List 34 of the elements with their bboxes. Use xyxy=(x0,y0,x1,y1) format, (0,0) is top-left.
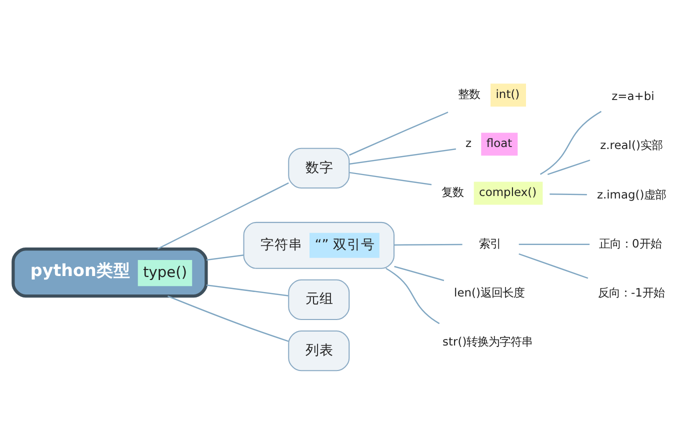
connector xyxy=(394,266,444,282)
connector xyxy=(518,253,588,279)
connector xyxy=(167,296,288,342)
node-label: z xyxy=(464,136,472,150)
node-text: z.real()实部 xyxy=(600,138,662,152)
node-text: z=a+bi xyxy=(611,89,654,104)
node-box: 字符串 “” 双引号 xyxy=(242,222,394,269)
node-text: 索引 xyxy=(478,236,501,250)
node-label: 整数 xyxy=(458,87,480,102)
node-box: 元组 xyxy=(288,279,350,320)
connector xyxy=(206,254,244,261)
connector xyxy=(156,182,288,250)
connector xyxy=(539,110,602,175)
connector xyxy=(348,112,448,156)
connector xyxy=(549,193,586,196)
connector xyxy=(206,284,288,296)
node-box: python类型 type() xyxy=(11,248,208,298)
node-text: z.imag()虚部 xyxy=(596,187,666,202)
node-text: str()转换为字符串 xyxy=(442,334,532,348)
node-text: len()返回长度 xyxy=(454,285,524,300)
connector xyxy=(348,148,456,165)
node-box: complex() xyxy=(473,182,542,205)
connector xyxy=(385,268,440,324)
node-text: 反向：-1开始 xyxy=(598,285,664,300)
connector xyxy=(394,244,462,246)
node-box: int() xyxy=(490,84,526,107)
node-box: float xyxy=(480,132,518,156)
connector xyxy=(546,160,590,176)
connector xyxy=(518,244,590,245)
node-box: 数字 xyxy=(288,148,350,189)
connector xyxy=(348,172,432,186)
node-label: 复数 xyxy=(440,185,463,200)
node-text: 正向：0开始 xyxy=(598,236,661,250)
node-box: 列表 xyxy=(288,330,350,372)
